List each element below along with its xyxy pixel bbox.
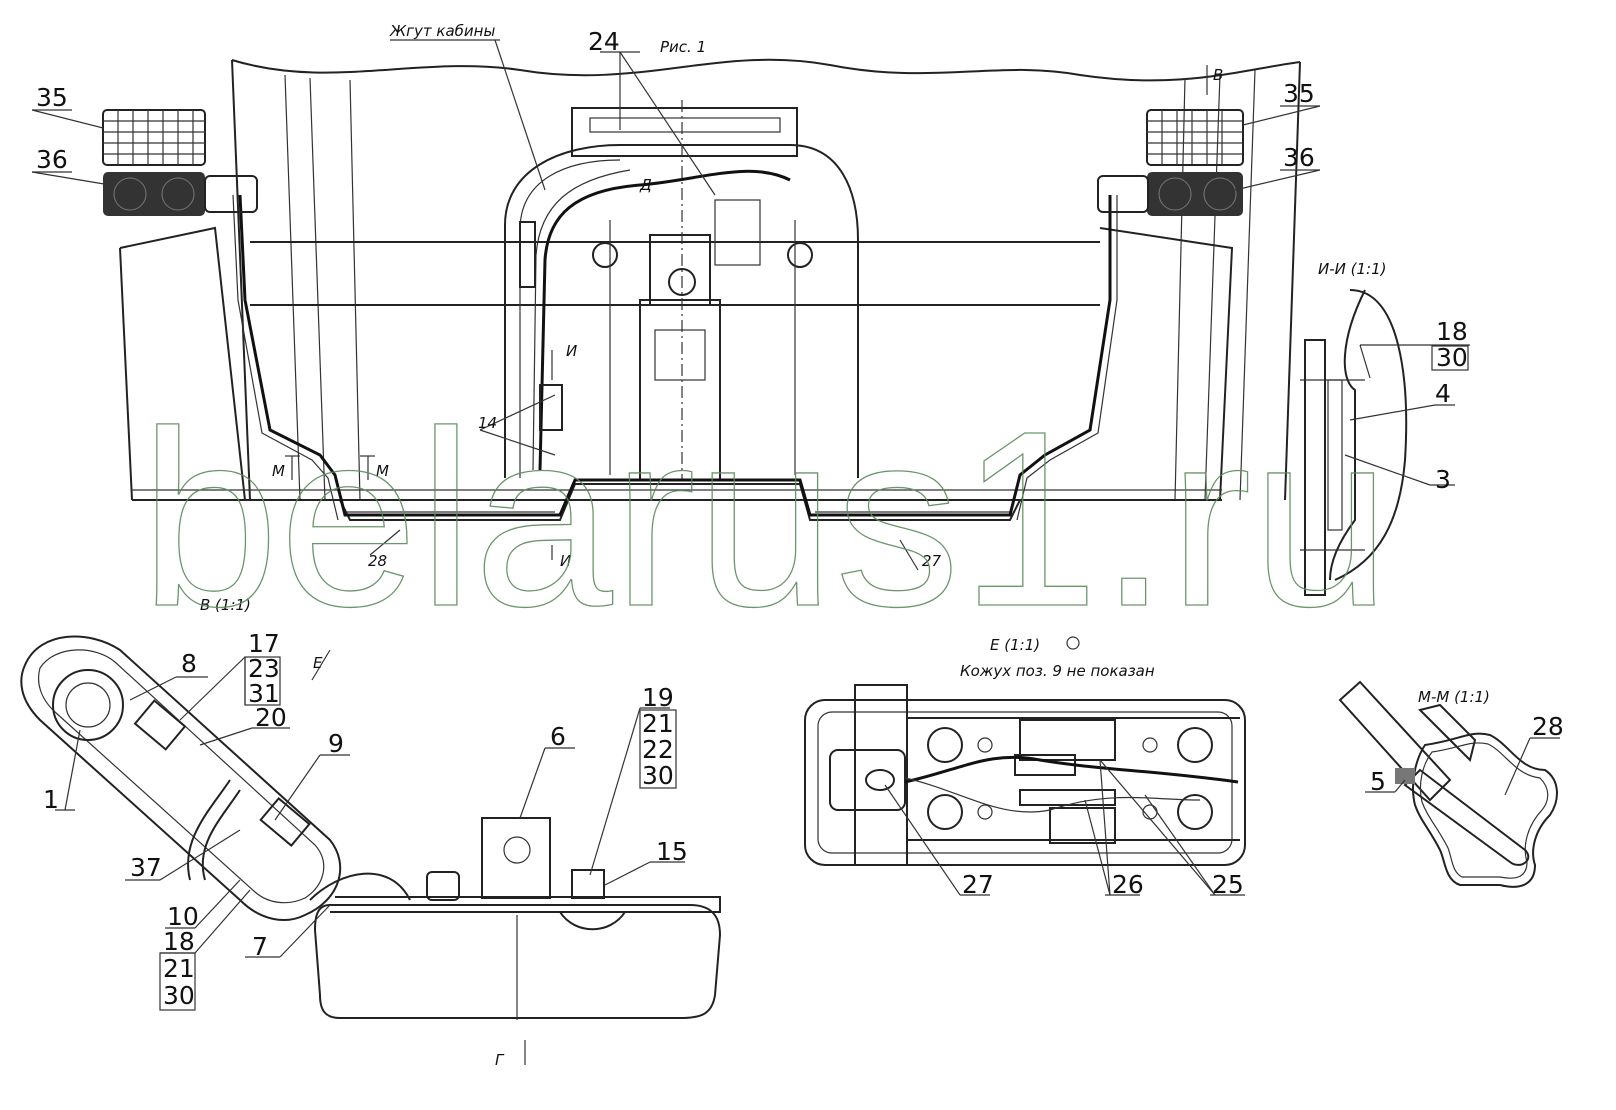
callout-30-b: 30 <box>642 761 674 790</box>
callout-8: 8 <box>181 649 197 678</box>
figure-title: Рис. 1 <box>660 38 706 56</box>
section-ii <box>1300 289 1470 596</box>
harness-routes <box>232 194 1118 521</box>
view-g-arrow: Г <box>495 1051 505 1069</box>
callout-4: 4 <box>1435 379 1451 408</box>
work-lamp-right <box>1097 109 1244 216</box>
callout-18: 18 <box>1436 317 1468 346</box>
section-ii-title: И-И (1:1) <box>1318 260 1386 278</box>
callout-37: 37 <box>130 853 162 882</box>
callout-25: 25 <box>1212 870 1244 899</box>
section-mark-m-right: М <box>376 462 389 480</box>
section-mm-title: М-М (1:1) <box>1418 688 1490 706</box>
callout-7: 7 <box>252 932 268 961</box>
callout-6: 6 <box>550 722 566 751</box>
callout-24: 24 <box>588 27 620 56</box>
view-v-title: В (1:1) <box>200 596 251 614</box>
callout-27: 27 <box>922 552 942 570</box>
callout-36-right: 36 <box>1283 143 1315 172</box>
view-e-title: Е (1:1) <box>990 636 1040 654</box>
callout-31: 31 <box>248 679 280 708</box>
callout-18-v: 18 <box>163 927 195 956</box>
callout-10: 10 <box>167 902 199 931</box>
callout-30-v: 30 <box>163 981 195 1010</box>
callout-14: 14 <box>478 414 497 432</box>
callout-36-left: 36 <box>36 145 68 174</box>
callout-20: 20 <box>255 703 287 732</box>
labels: Жгут кабины Рис. 1 24 35 36 35 36 14 28 … <box>36 22 1564 1069</box>
section-mark-m-left: М <box>272 462 285 480</box>
callout-22: 22 <box>642 735 674 764</box>
work-lamp-left <box>102 109 258 216</box>
callout-28: 28 <box>368 552 387 570</box>
section-mm <box>1338 680 1560 888</box>
view-v <box>20 635 722 1065</box>
leader-lines <box>31 39 1321 571</box>
view-e-arrow: Е <box>313 654 323 672</box>
callout-30: 30 <box>1436 343 1468 372</box>
callout-19: 19 <box>642 683 674 712</box>
callout-21: 21 <box>642 709 674 738</box>
callout-3: 3 <box>1435 465 1451 494</box>
callout-23: 23 <box>248 654 280 683</box>
harness-label: Жгут кабины <box>389 22 495 40</box>
callout-28-mm: 28 <box>1532 712 1564 741</box>
cab-outline <box>119 58 1301 521</box>
callout-27-e: 27 <box>962 870 994 899</box>
section-mark-i-top: И <box>566 342 577 360</box>
section-mark-i-bottom: И <box>560 552 571 570</box>
view-e <box>804 684 1246 896</box>
view-mark-d: Д <box>639 176 652 194</box>
view-e-note: Кожух поз. 9 не показан <box>960 662 1155 680</box>
callout-17: 17 <box>248 629 280 658</box>
callout-35-right: 35 <box>1283 79 1315 108</box>
callout-5: 5 <box>1370 767 1386 796</box>
callout-21-v: 21 <box>163 954 195 983</box>
callout-1: 1 <box>43 785 59 814</box>
callout-9: 9 <box>328 729 344 758</box>
control-console <box>504 100 859 481</box>
watermark: belarus1.ru <box>140 379 1391 658</box>
view-mark-v: В <box>1213 66 1223 84</box>
callout-15: 15 <box>656 837 688 866</box>
callout-26: 26 <box>1112 870 1144 899</box>
callout-35-left: 35 <box>36 83 68 112</box>
